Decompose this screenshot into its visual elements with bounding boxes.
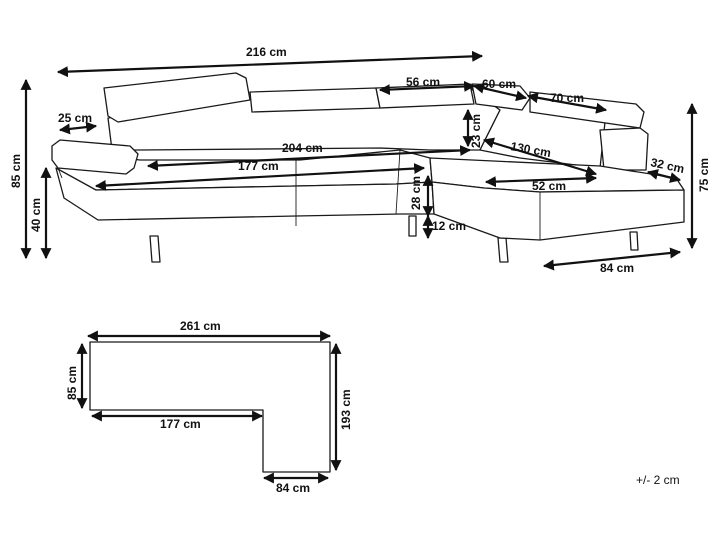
label-corner-headrest: 70 cm: [550, 91, 584, 105]
dim-arrow-84-top: [542, 247, 682, 271]
label-total-length: 261 cm: [180, 319, 221, 333]
label-armrest-width: 25 cm: [58, 111, 92, 125]
tolerance-note: +/- 2 cm: [636, 473, 680, 487]
label-chaise-length: 193 cm: [339, 389, 353, 430]
dim-arrow-52: [484, 172, 598, 188]
armrest-left-edge: [57, 167, 63, 179]
leg-left: [149, 235, 161, 263]
dim-arrow-32: [646, 169, 682, 183]
leg-chaise-front: [497, 237, 509, 263]
label-headrest-width: 56 cm: [406, 75, 440, 89]
label-inner-length: 177 cm: [160, 417, 201, 431]
dim-arrow-25: [58, 121, 98, 135]
leg-middle: [408, 215, 417, 237]
label-chaise-arm: 32 cm: [649, 155, 685, 176]
label-total-width: 216 cm: [246, 45, 287, 59]
label-chaise-depth: 84 cm: [600, 261, 634, 275]
floor-plan-shape: [89, 341, 331, 473]
label-chaise-seat-width: 52 cm: [532, 179, 566, 193]
sofa-illustration: [51, 72, 685, 263]
label-total-height: 85 cm: [9, 154, 23, 188]
label-leg-height: 12 cm: [432, 219, 466, 233]
label-corner-seat: 130 cm: [509, 139, 552, 160]
dim-arrow-177: [94, 163, 426, 191]
dim-arrow-70: [526, 92, 608, 114]
floor-plan: 261 cm 85 cm 177 cm 193 cm 84 cm: [65, 319, 353, 495]
sofa-labels: 216 cm 56 cm 60 cm 70 cm 25 cm 23 cm 204…: [9, 45, 711, 275]
label-corner-top: 60 cm: [482, 77, 516, 91]
sofa-dimension-lines: [20, 50, 698, 271]
dim-arrow-56: [378, 80, 476, 96]
dim-arrow-130: [482, 137, 598, 177]
label-seat-height: 28 cm: [409, 176, 423, 210]
headrest-middle: [249, 87, 381, 113]
chaise-arm-back: [599, 127, 649, 171]
dim-arrow-216: [56, 50, 484, 78]
label-chaise-width: 84 cm: [276, 481, 310, 495]
leg-chaise-right: [629, 231, 639, 251]
label-chaise-height: 75 cm: [697, 158, 711, 192]
chaise-base: [431, 181, 685, 241]
label-back-height: 23 cm: [469, 114, 483, 148]
armrest-left: [51, 139, 139, 175]
label-seat-width-front: 177 cm: [238, 159, 279, 173]
label-plan-depth: 85 cm: [65, 366, 79, 400]
label-seat-width-main: 204 cm: [282, 141, 323, 155]
label-arm-height: 40 cm: [29, 198, 43, 232]
dim-arrow-60: [472, 82, 528, 102]
